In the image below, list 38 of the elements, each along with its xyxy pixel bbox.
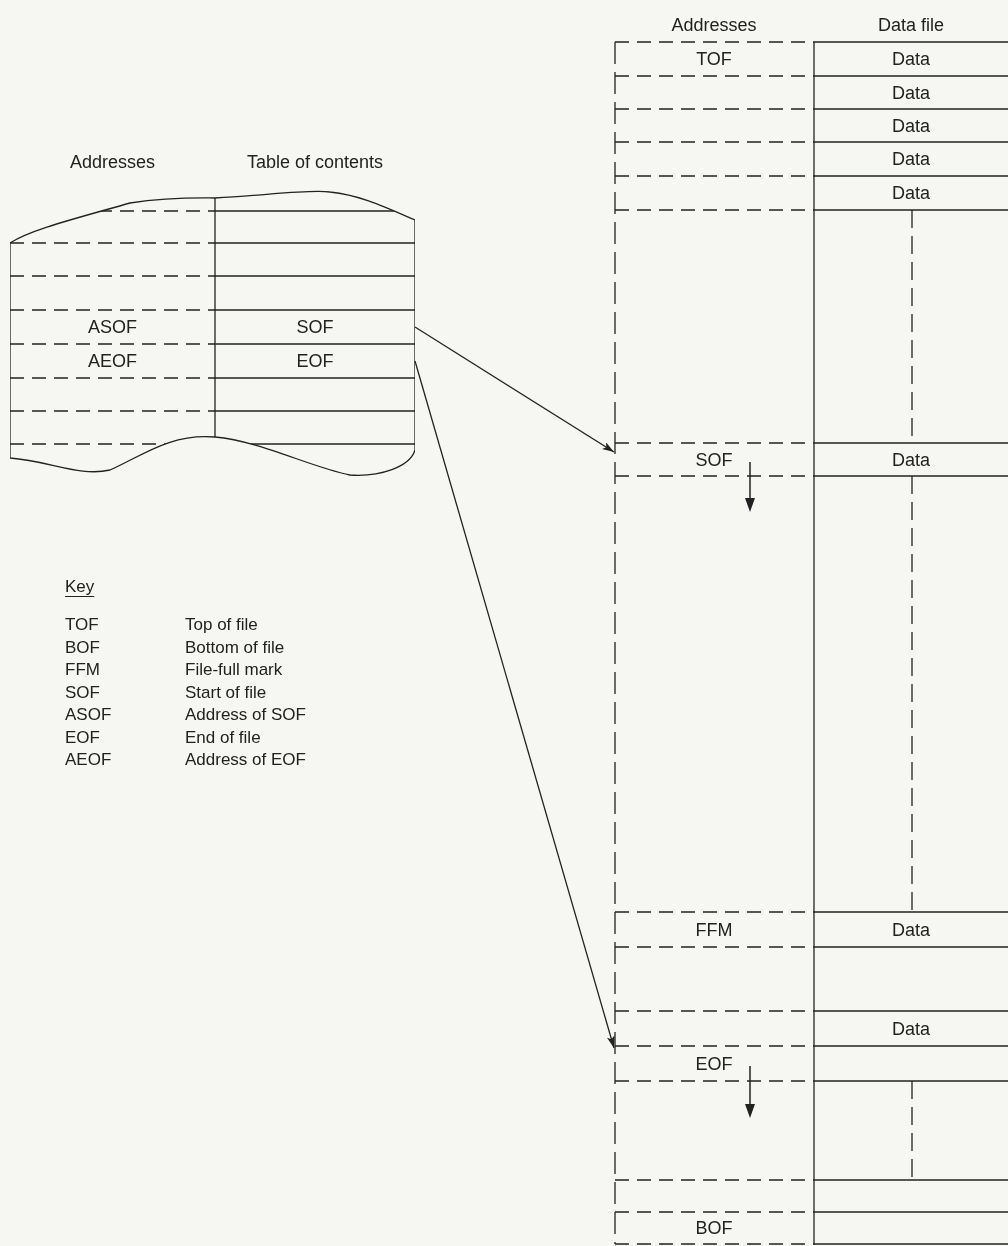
- table-entry: Data: [814, 912, 1008, 947]
- address-entry: TOF: [614, 42, 814, 76]
- address-entry: AEOF: [10, 344, 215, 378]
- key-meaning: Address of SOF: [185, 706, 306, 723]
- address-entry: ASOF: [10, 310, 215, 344]
- column-heading: Addresses: [670, 16, 758, 34]
- key-meaning: Start of file: [185, 683, 267, 701]
- table-entry: Data: [814, 76, 1008, 109]
- key-abbreviation: AEOF: [65, 751, 112, 768]
- table-entry: Data: [814, 142, 1008, 176]
- arrow: [414, 326, 615, 453]
- address-entry: FFM: [614, 912, 814, 947]
- column-heading: Data file: [876, 16, 945, 34]
- key-meaning: File-full mark: [185, 661, 283, 678]
- address-entry: SOF: [614, 443, 814, 476]
- table-entry: Data: [814, 443, 1008, 476]
- table-entry: Data: [814, 109, 1008, 142]
- table-entry: SOF: [215, 310, 415, 344]
- key-meaning: Address of EOF: [185, 751, 306, 768]
- table-entry: EOF: [215, 344, 415, 378]
- key-abbreviation: FFM: [65, 661, 100, 678]
- key-abbreviation: EOF: [65, 728, 100, 746]
- key-abbreviation: ASOF: [65, 706, 112, 723]
- address-entry: BOF: [614, 1212, 814, 1244]
- column-heading: Table of contents: [245, 153, 385, 171]
- table-entry: Data: [814, 1011, 1008, 1046]
- key-meaning: End of file: [185, 728, 261, 746]
- arrow: [414, 360, 615, 1049]
- table-entry: Data: [814, 42, 1008, 76]
- key-abbreviation: BOF: [65, 638, 100, 656]
- key-meaning: Top of file: [185, 616, 258, 633]
- key-meaning: Bottom of file: [185, 638, 285, 656]
- key-heading: Key: [65, 578, 95, 595]
- table-entry: Data: [814, 176, 1008, 210]
- column-heading: Addresses: [68, 153, 156, 171]
- key-abbreviation: SOF: [65, 683, 100, 701]
- key-abbreviation: TOF: [65, 616, 99, 633]
- address-entry: EOF: [614, 1046, 814, 1081]
